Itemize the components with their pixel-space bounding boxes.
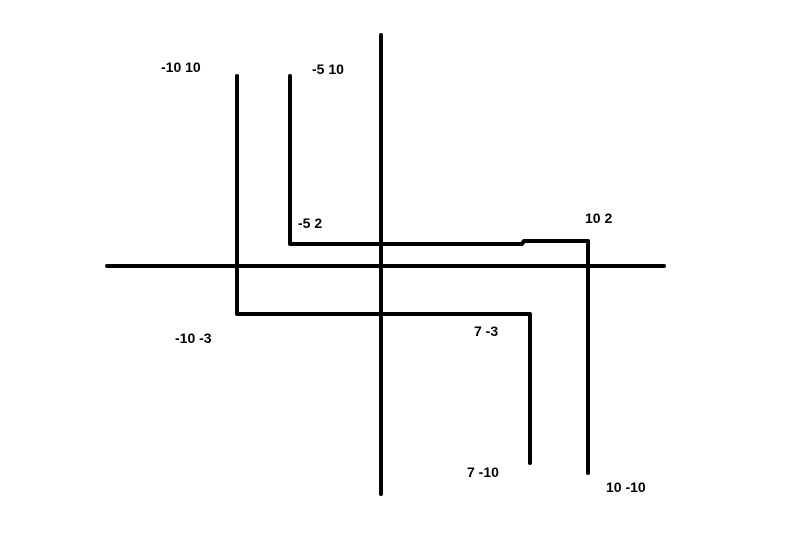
path-upper (288, 74, 590, 475)
label-outer-left-top: -10 10 (161, 59, 201, 75)
label-outer-right-bottom: 10 -10 (606, 479, 646, 495)
label-inner-left-corner: -5 2 (298, 215, 323, 231)
label-inner-right-corner: 7 -3 (474, 323, 499, 339)
path-lower (235, 74, 532, 465)
label-inner-left-top: -5 10 (312, 61, 344, 77)
label-inner-right-bottom: 7 -10 (467, 464, 499, 480)
label-outer-right-corner: 10 2 (585, 210, 613, 226)
label-outer-left-corner: -10 -3 (175, 330, 212, 346)
